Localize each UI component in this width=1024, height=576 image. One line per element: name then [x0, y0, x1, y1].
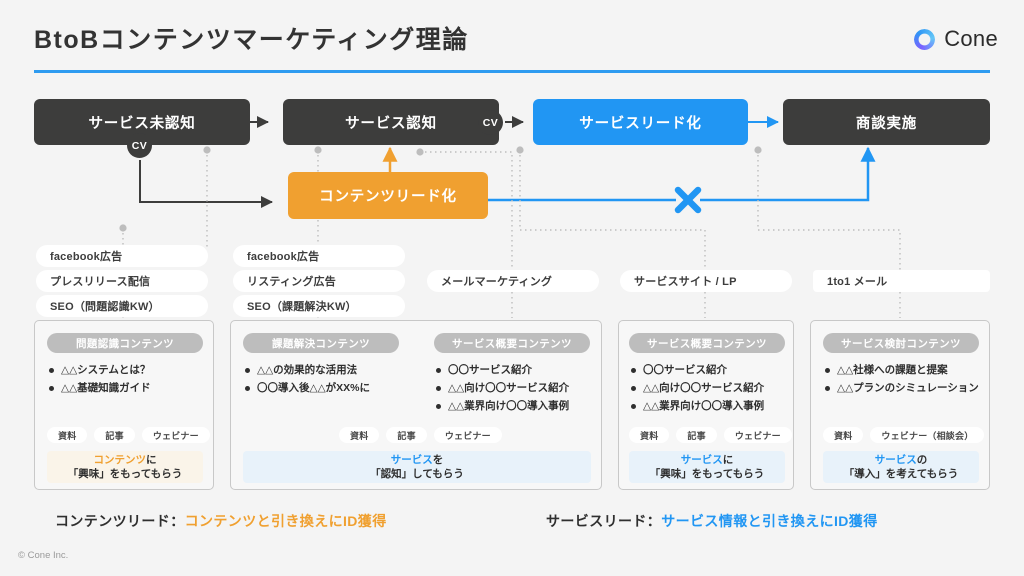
tag-chip[interactable]: 記事 [94, 427, 135, 443]
bullet-item: 〇〇サービス紹介 [631, 363, 791, 377]
stage-box-2[interactable]: サービス認知 [283, 99, 499, 145]
goal-line-2: 「興味」をもってもらう [649, 468, 765, 480]
cone-ring-icon [914, 28, 936, 50]
tag-chip[interactable]: ウェビナー（相談会） [870, 427, 985, 443]
bullet-item: △△業界向け〇〇導入事例 [436, 399, 601, 413]
tag-chip[interactable]: 資料 [823, 427, 864, 443]
bullet-dot [825, 385, 830, 391]
bullet-item: 〇〇導入後△△がXX%に [245, 381, 420, 395]
tag-chip[interactable]: 記事 [386, 427, 427, 443]
cv-badge-1: CV [127, 133, 152, 158]
bullet-dot [631, 367, 636, 373]
bullet-item: △△向け〇〇サービス紹介 [631, 381, 791, 395]
card-4-tags: 資料 ウェビナー（相談会） [823, 427, 985, 443]
card-4-bullets: △△社様への課題と提案 △△プランのシミュレーション [825, 363, 983, 399]
card-3-head-1: サービス概要コンテンツ [629, 333, 785, 353]
header: BtoBコンテンツマーケティング理論 Cone [0, 0, 1024, 73]
card-2-head-1: 課題解決コンテンツ [243, 333, 399, 353]
card-2-goal: サービスを 「認知」してもらう [243, 451, 591, 483]
channel-pill-3-1[interactable]: メールマーケティング [427, 270, 599, 292]
content-lead-box[interactable]: コンテンツリード化 [288, 172, 488, 219]
card-1-tags: 資料 記事 ウェビナー [47, 427, 210, 443]
bullet-item: △△システムとは？ [49, 363, 207, 377]
content-card-2: 課題解決コンテンツ サービス概要コンテンツ △△の効果的な活用法 〇〇導入後△△… [230, 320, 602, 490]
stage-box-4[interactable]: 商談実施 [783, 99, 990, 145]
tag-chip[interactable]: ウェビナー [723, 427, 792, 443]
tag-chip[interactable]: 記事 [676, 427, 717, 443]
legend-right-value: サービス情報と引き換えにID獲得 [661, 513, 878, 529]
legend-left-value: コンテンツと引き換えにID獲得 [184, 513, 387, 529]
card-4-goal: サービスの 「導入」を考えてもらう [823, 451, 979, 483]
bullet-item: 〇〇サービス紹介 [436, 363, 601, 377]
goal-line-1: コンテンツに [93, 454, 157, 466]
card-1-bullets: △△システムとは？ △△基礎知識ガイド [49, 363, 207, 399]
legend-content-lead: コンテンツリード：コンテンツと引き換えにID獲得 [55, 511, 387, 531]
card-2-bullets-left: △△の効果的な活用法 〇〇導入後△△がXX%に [245, 363, 420, 399]
tag-chip[interactable]: 資料 [47, 427, 88, 443]
card-1-goal: コンテンツに 「興味」をもってもらう [47, 451, 203, 483]
tag-chip[interactable]: 資料 [629, 427, 670, 443]
legend-service-lead: サービスリード：サービス情報と引き換えにID獲得 [546, 511, 878, 531]
bullet-dot [825, 367, 830, 373]
copyright: © Cone Inc. [18, 550, 69, 561]
tag-chip[interactable]: ウェビナー [433, 427, 502, 443]
channel-pill-2-1[interactable]: facebook広告 [233, 245, 405, 267]
content-card-4: サービス検討コンテンツ △△社様への課題と提案 △△プランのシミュレーション 資… [810, 320, 990, 490]
header-rule [34, 70, 990, 73]
page-title: BtoBコンテンツマーケティング理論 [34, 26, 469, 54]
content-card-1: 問題認識コンテンツ △△システムとは？ △△基礎知識ガイド 資料 記事 ウェビナ… [34, 320, 214, 490]
channel-pill-2-2[interactable]: リスティング広告 [233, 270, 405, 292]
bullet-dot [436, 385, 441, 391]
card-2-bullets-right: 〇〇サービス紹介 △△向け〇〇サービス紹介 △△業界向け〇〇導入事例 [436, 363, 601, 417]
channel-pill-5-1[interactable]: 1to1 メール [813, 270, 990, 292]
bullet-dot [49, 385, 54, 391]
card-4-head-1: サービス検討コンテンツ [823, 333, 979, 353]
tag-chip[interactable]: ウェビナー [141, 427, 210, 443]
brand-logo: Cone [914, 26, 998, 52]
bullet-dot [436, 403, 441, 409]
goal-line-2: 「認知」してもらう [370, 468, 464, 480]
bullet-dot [631, 385, 636, 391]
channel-pill-1-1[interactable]: facebook広告 [36, 245, 208, 267]
goal-line-2: 「興味」をもってもらう [67, 468, 183, 480]
goal-line-1: サービスの [874, 454, 928, 466]
bullet-dot [245, 385, 250, 391]
x-mark-icon [674, 186, 702, 214]
bullet-dot [245, 367, 250, 373]
card-3-goal: サービスに 「興味」をもってもらう [629, 451, 785, 483]
channel-pill-1-2[interactable]: プレスリリース配信 [36, 270, 208, 292]
channel-pill-2-3[interactable]: SEO（課題解決KW） [233, 295, 405, 317]
content-card-3: サービス概要コンテンツ 〇〇サービス紹介 △△向け〇〇サービス紹介 △△業界向け… [618, 320, 794, 490]
bullet-dot [49, 367, 54, 373]
bullet-dot [436, 367, 441, 373]
goal-line-1: サービスに [680, 454, 734, 466]
bullet-item: △△向け〇〇サービス紹介 [436, 381, 601, 395]
channel-pill-4-1[interactable]: サービスサイト / LP [620, 270, 792, 292]
bullet-item: △△社様への課題と提案 [825, 363, 983, 377]
bullet-item: △△プランのシミュレーション [825, 381, 983, 395]
card-3-tags: 資料 記事 ウェビナー [629, 427, 792, 443]
card-3-bullets: 〇〇サービス紹介 △△向け〇〇サービス紹介 △△業界向け〇〇導入事例 [631, 363, 791, 417]
stage-box-3[interactable]: サービスリード化 [533, 99, 748, 145]
goal-line-2: 「導入」を考えてもらう [843, 468, 959, 480]
bullet-dot [631, 403, 636, 409]
bullet-item: △△業界向け〇〇導入事例 [631, 399, 791, 413]
goal-line-1: サービスを [390, 454, 444, 466]
channel-pill-1-3[interactable]: SEO（問題認識KW） [36, 295, 208, 317]
bullet-item: △△基礎知識ガイド [49, 381, 207, 395]
bullet-item: △△の効果的な活用法 [245, 363, 420, 377]
card-1-head-1: 問題認識コンテンツ [47, 333, 203, 353]
brand-name: Cone [944, 26, 998, 51]
legend-left-label: コンテンツリード： [55, 513, 185, 529]
card-2-tags: 資料 記事 ウェビナー [339, 427, 502, 443]
legend-right-label: サービスリード： [546, 513, 662, 529]
cv-badge-2: CV [478, 110, 503, 135]
tag-chip[interactable]: 資料 [339, 427, 380, 443]
card-2-head-2: サービス概要コンテンツ [434, 333, 590, 353]
